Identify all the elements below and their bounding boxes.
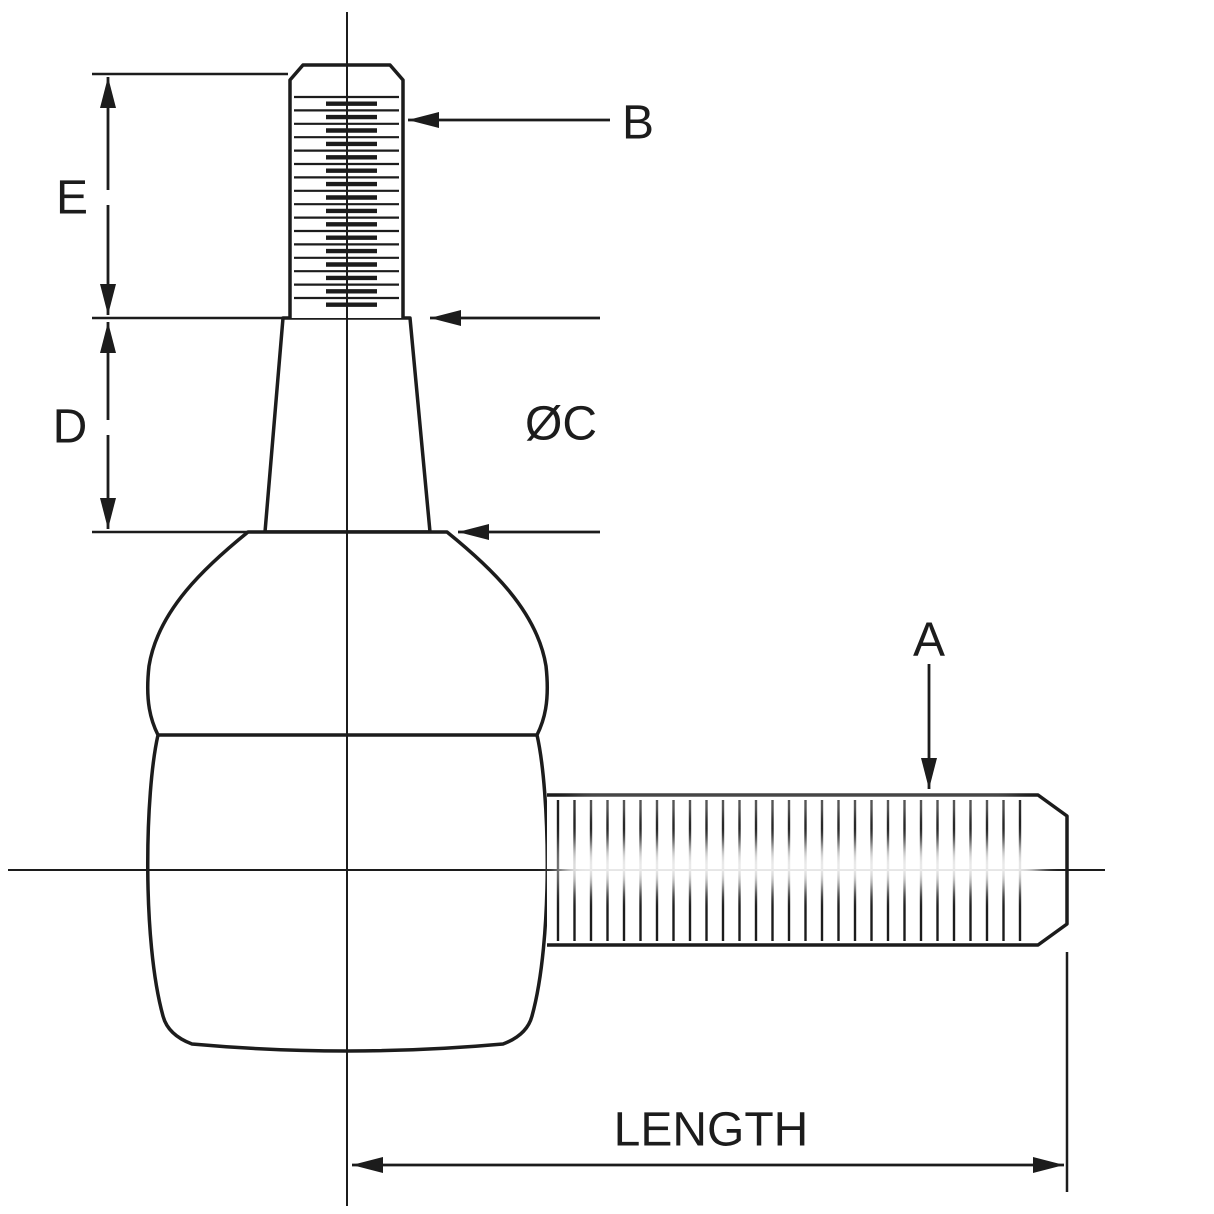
dimension-c: ØC <box>430 310 600 540</box>
dimension-label-e: E <box>56 172 88 225</box>
dimension-label-d: D <box>53 401 88 454</box>
dimension-a: A <box>913 614 945 789</box>
dimension-label-c: ØC <box>525 398 597 451</box>
dimension-b: B <box>408 97 654 150</box>
dimension-d: D <box>53 316 285 534</box>
dimension-label-b: B <box>622 97 654 150</box>
dimension-label-a: A <box>913 614 945 667</box>
dimension-label-length: LENGTH <box>614 1104 809 1157</box>
dimension-e: E <box>56 72 288 315</box>
thread-highlight-fog <box>560 797 1040 888</box>
dimension-length: LENGTH <box>352 952 1069 1192</box>
